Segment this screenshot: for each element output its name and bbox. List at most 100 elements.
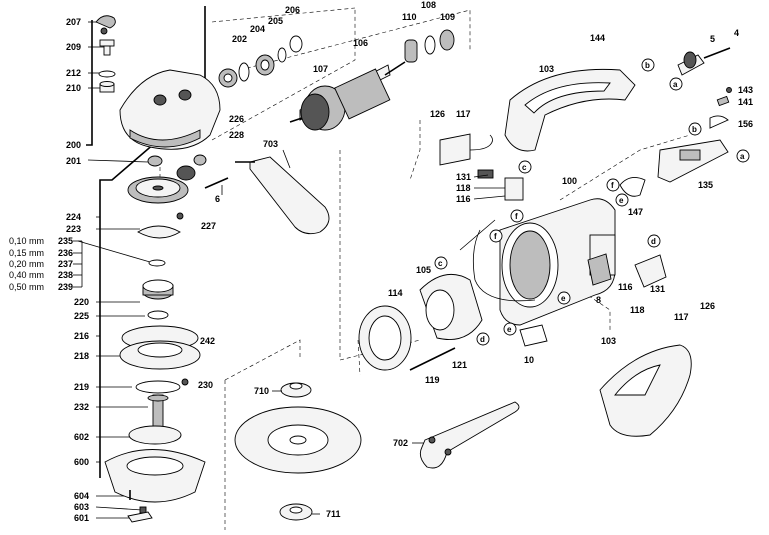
handle-lower <box>599 344 692 437</box>
marker-d-lower: d <box>480 335 485 344</box>
label-110: 110 <box>402 12 417 22</box>
label-108: 108 <box>421 0 436 10</box>
label-156: 156 <box>738 119 753 129</box>
label-206: 206 <box>285 5 300 15</box>
label-603: 603 <box>74 502 89 512</box>
switch-assembly <box>619 87 732 197</box>
label-702: 702 <box>393 438 408 448</box>
label-223: 223 <box>66 224 81 234</box>
label-114: 114 <box>388 288 403 298</box>
label-141: 141 <box>738 97 753 107</box>
label-230: 230 <box>198 380 213 390</box>
marker-f-mid: f <box>515 212 518 221</box>
label-209: 209 <box>66 42 81 52</box>
label-144: 144 <box>590 33 605 43</box>
label-107: 107 <box>313 64 328 74</box>
label-200: 200 <box>66 140 81 150</box>
label-10: 10 <box>524 355 534 365</box>
dashed-guides <box>159 7 691 530</box>
label-227: 227 <box>201 221 216 231</box>
part-labels: 207 209 212 210 200 201 206 205 204 202 … <box>9 0 753 523</box>
marker-f-switch: f <box>611 181 614 190</box>
label-5: 5 <box>710 34 715 44</box>
label-147: 147 <box>628 207 643 217</box>
marker-c-top: c <box>522 163 527 172</box>
label-100: 100 <box>562 176 577 186</box>
gear-housing-assembly <box>95 15 303 523</box>
shim-0-15: 0,15 mm <box>9 248 44 258</box>
label-205: 205 <box>268 16 283 26</box>
label-239: 239 <box>58 282 73 292</box>
label-602: 602 <box>74 432 89 442</box>
label-119: 119 <box>425 375 440 385</box>
label-135: 135 <box>698 180 713 190</box>
marker-e-mid: e <box>561 294 566 303</box>
label-207: 207 <box>66 17 81 27</box>
label-204: 204 <box>250 24 265 34</box>
motor-housing <box>459 198 667 326</box>
label-242: 242 <box>200 336 215 346</box>
shim-0-40: 0,40 mm <box>9 270 44 280</box>
field-and-fan <box>358 273 548 371</box>
marker-f-left: f <box>494 232 497 241</box>
label-116-top: 116 <box>456 194 471 204</box>
marker-a-switch: a <box>740 152 745 161</box>
label-236: 236 <box>58 248 73 258</box>
label-600: 600 <box>74 457 89 467</box>
label-235: 235 <box>58 236 73 246</box>
label-8: 8 <box>596 295 601 305</box>
label-131-bottom: 131 <box>650 284 665 294</box>
armature-assembly <box>289 29 455 131</box>
label-710: 710 <box>254 386 269 396</box>
auxiliary-handle <box>235 156 330 235</box>
label-219: 219 <box>74 382 89 392</box>
shim-0-50: 0,50 mm <box>9 282 44 292</box>
label-216: 216 <box>74 331 89 341</box>
label-117-bottom: 117 <box>674 312 689 322</box>
marker-e-right: e <box>619 196 624 205</box>
connector-markers: b a c f d e b a f e c f e d d <box>434 58 750 346</box>
flange-disc-wrench <box>234 382 520 521</box>
label-202: 202 <box>232 34 247 44</box>
shim-0-10: 0,10 mm <box>9 236 44 246</box>
label-103-top: 103 <box>539 64 554 74</box>
label-604: 604 <box>74 491 89 501</box>
marker-e-lower: e <box>507 325 512 334</box>
label-238: 238 <box>58 270 73 280</box>
label-106: 106 <box>353 38 368 48</box>
label-121: 121 <box>452 360 467 370</box>
label-103-bottom: 103 <box>601 336 616 346</box>
label-224: 224 <box>66 212 81 222</box>
label-117-top: 117 <box>456 109 471 119</box>
label-116-bottom: 116 <box>618 282 633 292</box>
marker-b-switch: b <box>692 125 697 134</box>
label-232: 232 <box>74 402 89 412</box>
label-212: 212 <box>66 68 81 78</box>
label-143: 143 <box>738 85 753 95</box>
label-118-top: 118 <box>456 183 471 193</box>
marker-d-right: d <box>651 237 656 246</box>
label-105: 105 <box>416 265 431 275</box>
label-711: 711 <box>326 509 341 519</box>
left-bracket-lines <box>77 6 206 519</box>
marker-b-top: b <box>645 61 650 70</box>
label-210: 210 <box>66 83 81 93</box>
rear-handle-top <box>504 47 731 152</box>
label-220: 220 <box>74 297 89 307</box>
label-4: 4 <box>734 28 739 38</box>
label-126-top: 126 <box>430 109 445 119</box>
label-228: 228 <box>229 130 244 140</box>
label-201: 201 <box>66 156 81 166</box>
label-126-bottom: 126 <box>700 301 715 311</box>
label-703: 703 <box>263 139 278 149</box>
label-118-bottom: 118 <box>630 305 645 315</box>
label-131-top: 131 <box>456 172 471 182</box>
label-225: 225 <box>74 311 89 321</box>
label-237: 237 <box>58 259 73 269</box>
marker-c-left: c <box>438 259 443 268</box>
brush-holder-upper <box>439 133 524 201</box>
label-218: 218 <box>74 351 89 361</box>
label-109: 109 <box>440 12 455 22</box>
